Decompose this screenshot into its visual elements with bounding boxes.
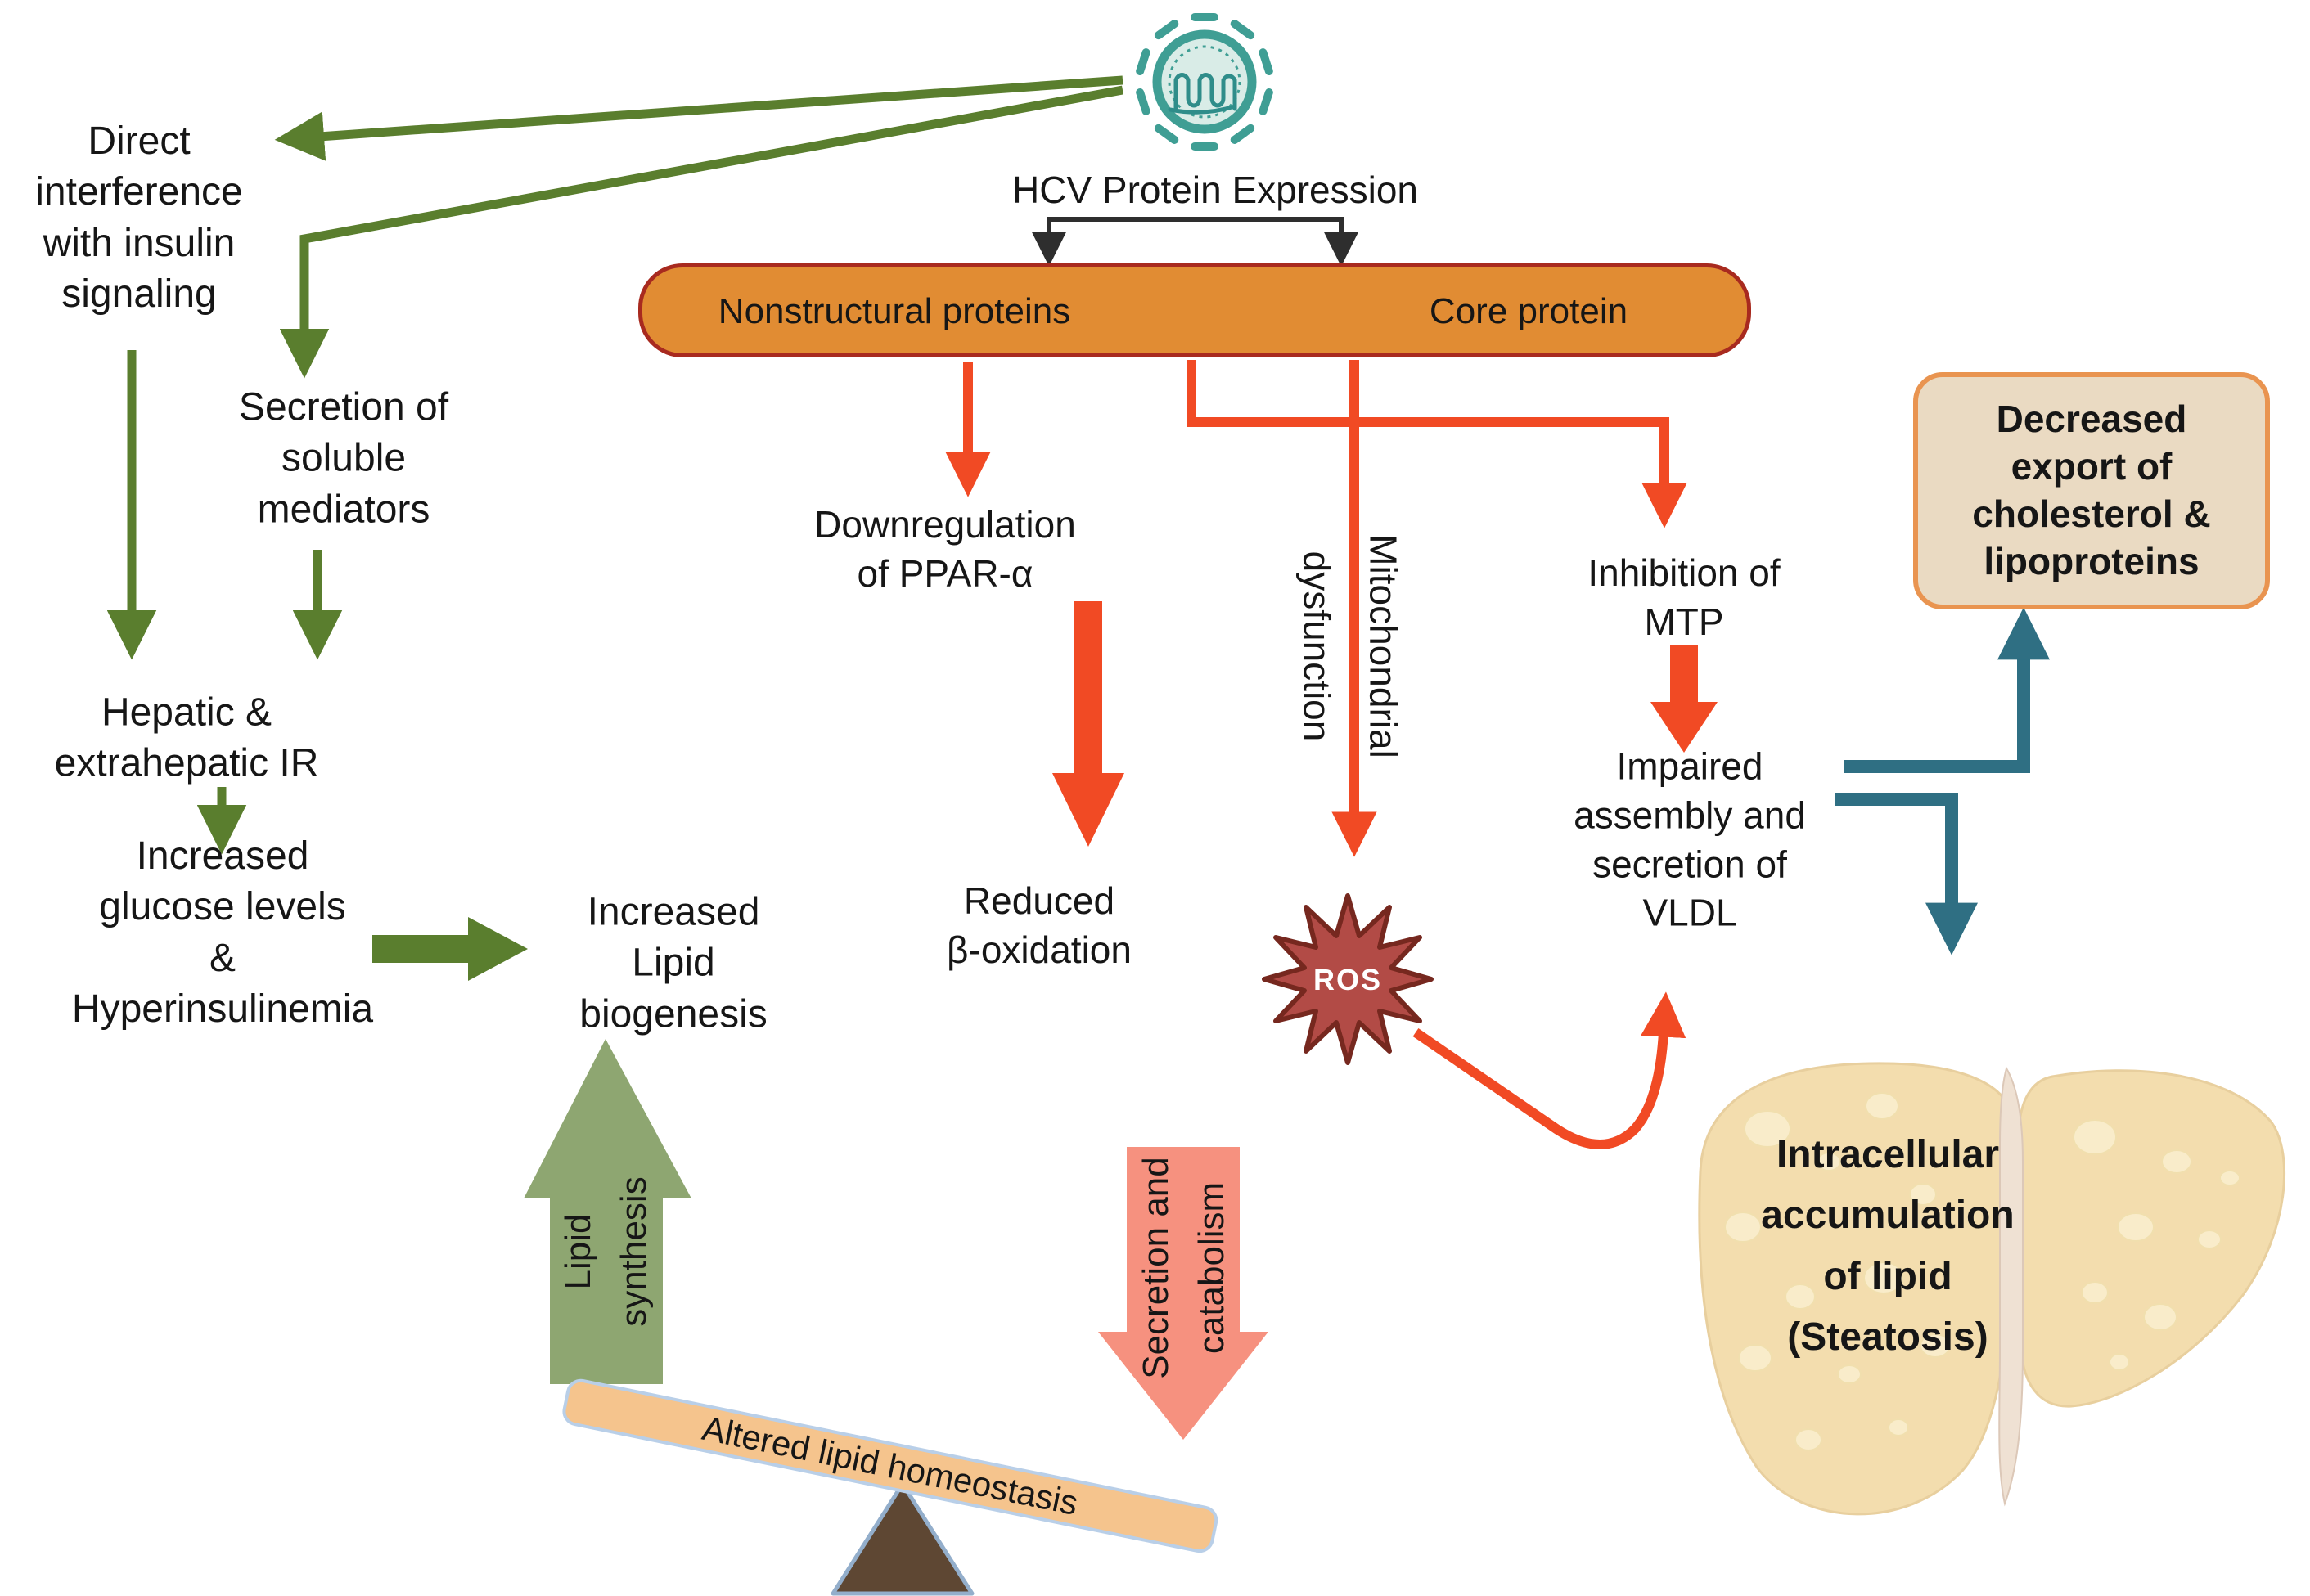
- core-protein-label: Core protein: [1429, 291, 1628, 331]
- nonstructural-proteins-label: Nonstructural proteins: [718, 291, 1071, 331]
- virus-icon: [1136, 13, 1273, 151]
- lipid-biogenesis-label: Increased Lipid biogenesis: [579, 890, 768, 1036]
- steatosis-label: Intracellular accumulation of lipid (Ste…: [1761, 1133, 2015, 1360]
- liver-icon: [1698, 1062, 2286, 1516]
- lipid-synthesis-up-arrow: [524, 1039, 691, 1384]
- ros-label: ROS: [1313, 963, 1383, 996]
- mitochondrial-dysfunction-label: Mitochondrial dysfunction: [1296, 534, 1405, 758]
- seesaw-fulcrum: [831, 1481, 975, 1596]
- expression-bracket-arrows: [1032, 217, 1358, 267]
- secretion-catabolism-down-arrow: [1098, 1147, 1268, 1440]
- ros-burst-icon: [1262, 893, 1434, 1065]
- red-arrows: [945, 360, 1687, 1149]
- soluble-mediators-label: Secretion of soluble mediators: [238, 385, 449, 532]
- green-arrows: [106, 75, 1123, 855]
- hepatic-ir-label: Hepatic & extrahepatic IR: [54, 690, 319, 785]
- glucose-hyperinsulinemia-label: Increased glucose levels & Hyperinsuline…: [71, 834, 374, 1032]
- lipid-droplets: [1724, 1092, 2240, 1451]
- reduced-beta-oxidation-label: Reduced β-oxidation: [947, 879, 1132, 971]
- teal-arrows: [1835, 607, 2050, 955]
- mtp-inhibition-label: Inhibition of MTP: [1587, 551, 1781, 643]
- direct-interference-label: Direct interference with insulin signali…: [35, 119, 243, 317]
- impaired-vldl-label: Impaired assembly and secretion of VLDL: [1574, 744, 1806, 934]
- red-thick-arrow-mtp: [1650, 645, 1718, 753]
- decreased-export-box: Decreased export of cholesterol & lipopr…: [1913, 372, 2270, 609]
- green-right-arrow: [372, 917, 528, 981]
- secretion-catabolism-label: Secretion and catabolism: [1135, 1157, 1232, 1379]
- ppar-downregulation-label: Downregulation of PPAR-α: [814, 503, 1076, 595]
- lipid-synthesis-label: Lipid synthesis: [557, 1176, 654, 1327]
- hcv-protein-expression-label: HCV Protein Expression: [1012, 169, 1418, 212]
- protein-expression-box: [638, 263, 1751, 357]
- red-thick-arrow-ppar: [1052, 601, 1124, 847]
